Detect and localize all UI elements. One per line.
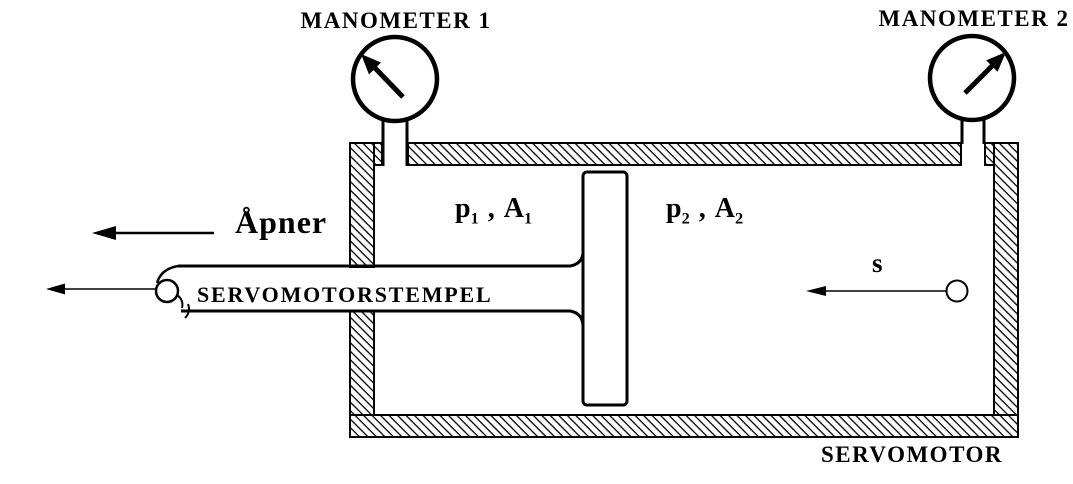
manometer-1-label: MANOMETER 1 <box>300 8 492 33</box>
separator: , <box>698 193 706 224</box>
separator: , <box>487 193 495 224</box>
pressure-area-label-right: p2,A2 <box>666 194 743 228</box>
chamber-walls <box>349 142 1019 438</box>
wall-right <box>993 142 1019 438</box>
pressure-subscript: 1 <box>470 209 479 228</box>
pressure-area-label-left: p1,A1 <box>455 194 532 228</box>
manometer-2-stem <box>962 115 984 145</box>
manometer-2-dial <box>927 33 1017 123</box>
open-direction-arrow-icon <box>92 226 214 240</box>
pressure-symbol: p <box>455 193 471 224</box>
area-subscript: 2 <box>734 209 744 228</box>
piston-rod <box>154 252 585 326</box>
rod-bottom-edge <box>181 309 585 326</box>
rod-end-curve <box>155 264 179 284</box>
manometer-2-gauge <box>927 33 1017 145</box>
wall-top-mid-segment <box>407 142 962 166</box>
rod-end-hook <box>176 294 184 309</box>
area-symbol: A <box>503 193 524 224</box>
area-symbol: A <box>714 193 735 224</box>
area-subscript: 1 <box>523 209 533 228</box>
wall-left-upper <box>349 142 375 268</box>
pressure-symbol: p <box>666 193 682 224</box>
gauge-needle-ne-icon <box>963 52 1006 95</box>
open-label: Åpner <box>235 204 328 240</box>
piston <box>581 170 629 407</box>
manometer-1-gauge <box>350 34 440 166</box>
piston-rod-label: SERVOMOTORSTEMPEL <box>197 282 493 307</box>
gauge-needle-nw-icon <box>361 54 405 99</box>
manometer-1-stem <box>383 118 407 166</box>
rod-eye <box>154 278 180 304</box>
manometer-1-dial <box>350 34 440 124</box>
pressure-subscript: 2 <box>681 209 690 228</box>
rod-pull-arrow-icon <box>46 283 156 295</box>
manometer-2-label: MANOMETER 2 <box>878 6 1070 31</box>
servomotor-housing-label: SERVOMOTOR <box>821 442 1003 467</box>
wall-bottom <box>349 414 1019 438</box>
rod-top-edge <box>178 252 585 268</box>
stroke-origin-marker <box>945 279 969 303</box>
stroke-label: s <box>872 248 883 278</box>
stroke-arrow-icon <box>806 279 969 303</box>
rod-end-tick <box>184 303 190 319</box>
